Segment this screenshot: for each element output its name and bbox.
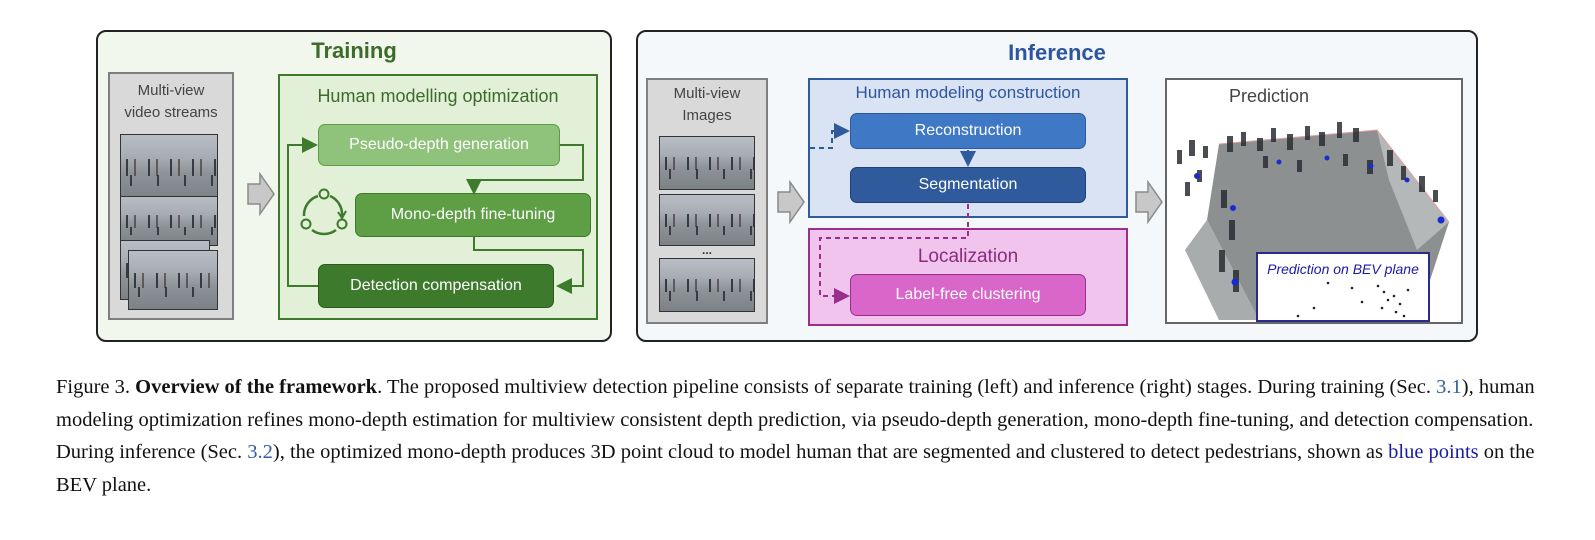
figure-caption: Figure 3. Overview of the framework. The… <box>56 371 1536 501</box>
inference-input-label-line1: Multi-view <box>673 85 741 102</box>
caption-section-ref-1[interactable]: 3.1 <box>1436 376 1462 398</box>
mono-depth-fine-tuning-step: Mono-depth fine-tuning <box>355 193 591 237</box>
caption-text-1: . The proposed multiview detection pipel… <box>377 376 1437 398</box>
training-input-label-line2: video streams <box>124 104 218 121</box>
localization-title: Localization <box>917 246 1019 267</box>
optimization-title: Human modelling optimization <box>317 86 559 106</box>
training-connectors <box>287 137 584 294</box>
caption-bold-title: Overview of the framework <box>135 376 378 398</box>
inference-flow-arrow-1 <box>777 180 805 224</box>
training-flow-arrow <box>247 172 275 216</box>
caption-section-ref-2[interactable]: 3.2 <box>247 441 273 463</box>
reconstruction-step: Reconstruction <box>850 113 1086 149</box>
training-input-label-line1: Multi-view <box>137 82 205 99</box>
training-title: Training <box>311 38 397 63</box>
bev-label: Prediction on BEV plane <box>1267 261 1419 277</box>
caption-text-4: on the BEV plane. <box>56 441 1535 496</box>
caption-figure-number: Figure 3. <box>56 376 131 398</box>
video-frame <box>120 134 218 200</box>
video-frame <box>120 196 218 246</box>
multiview-image <box>659 258 755 312</box>
caption-blue-points-text: blue points <box>1388 441 1479 463</box>
detection-compensation-step: Detection compensation <box>318 264 554 308</box>
caption-text-2: ), human modeling optimization refines m… <box>56 376 1535 463</box>
segmentation-step: Segmentation <box>850 167 1086 203</box>
inference-input-label-line2: Images <box>682 107 732 124</box>
caption-text-3: ), the optimized mono-depth produces 3D … <box>272 441 1389 463</box>
inference-flow-arrow-2 <box>1135 180 1163 224</box>
video-frame <box>128 250 218 310</box>
construction-title: Human modeling construction <box>855 83 1081 102</box>
prediction-title: Prediction <box>1228 86 1310 106</box>
inference-connectors <box>810 123 976 304</box>
multiview-image <box>659 194 755 246</box>
inference-title: Inference <box>1008 40 1106 65</box>
optimization-cycle-icon <box>300 188 348 236</box>
pseudo-depth-generation-step: Pseudo-depth generation <box>318 124 560 166</box>
bev-points <box>1296 281 1410 318</box>
label-free-clustering-step: Label-free clustering <box>850 274 1086 316</box>
image-ellipsis: ... <box>701 243 712 257</box>
multiview-image <box>659 136 755 190</box>
bev-plane-inset <box>1256 252 1430 322</box>
